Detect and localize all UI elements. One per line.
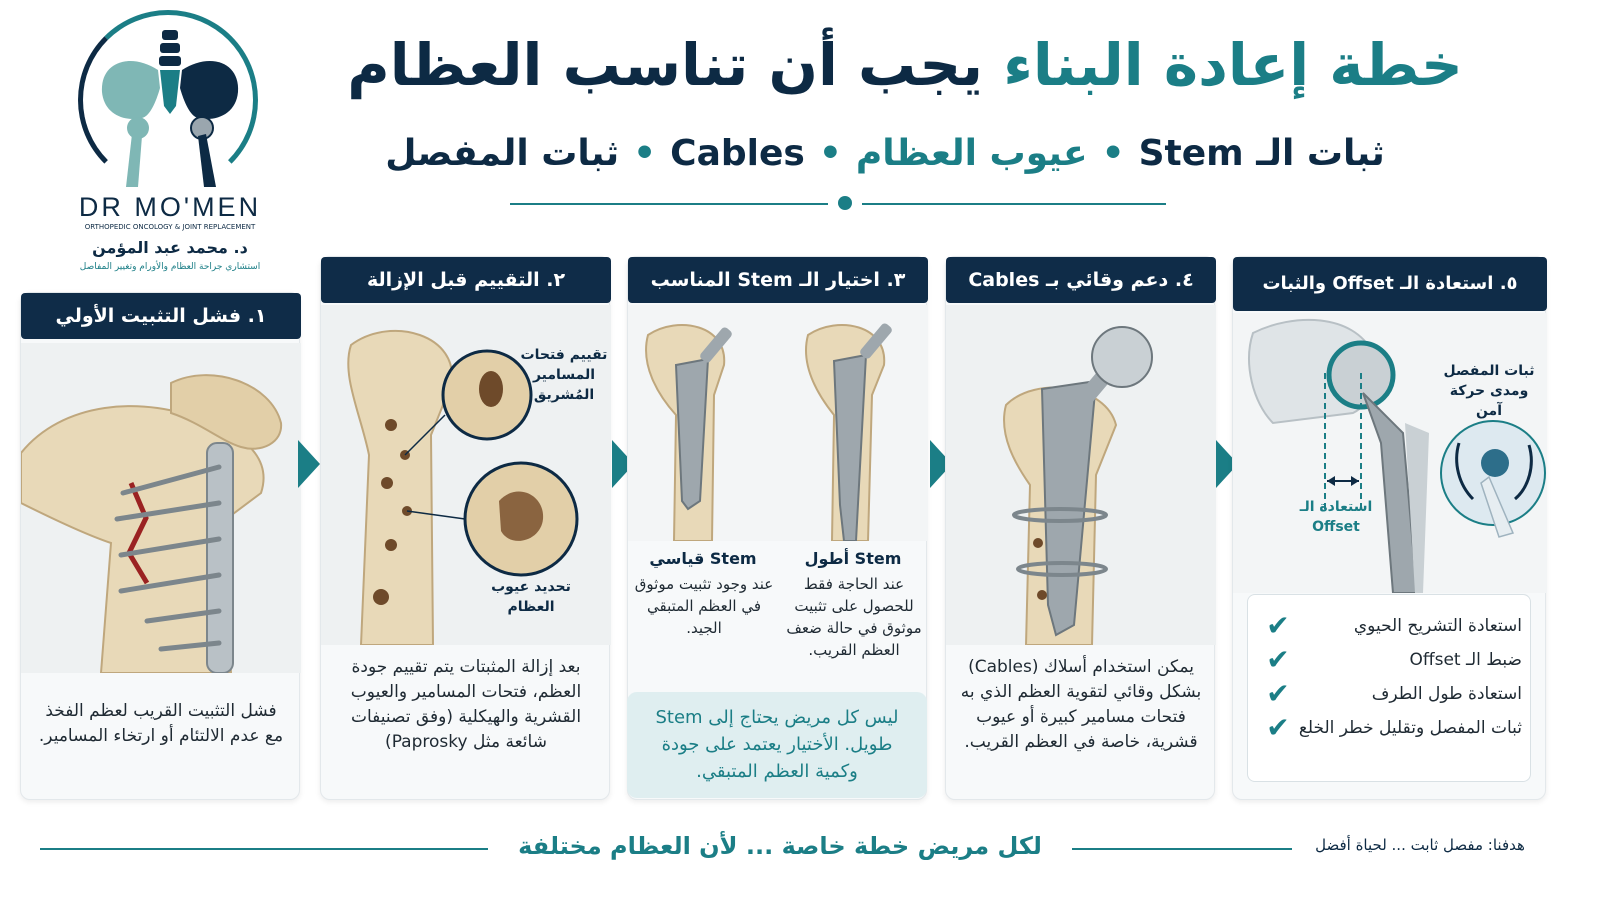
subtitle-item-cables: Cables — [670, 133, 805, 174]
bullet-icon: • — [818, 133, 842, 174]
standard-stem-desc: عند وجود تثبيت موثوق في العظم المتبقي ال… — [634, 575, 774, 637]
card-prophylactic-cables: ٤. دعم وقائي بـ Cables يمكن استخدام أسلا… — [945, 256, 1216, 800]
callout-screw-holes: تقييم فتحات المسامير المُشريق — [520, 347, 608, 403]
callout-bone-defects: تحديد عيوب العظام — [491, 579, 571, 615]
check-icon: ✔ — [1266, 609, 1290, 642]
callout-offset-restoration: استعادة الـ Offset — [1299, 499, 1373, 535]
check-icon: ✔ — [1266, 711, 1290, 744]
card-offset-stability: ٥. استعادة الـ Offset والثبات ثبات المفص… — [1232, 256, 1547, 800]
page-subtitle: ثبات الـ Stem • عيوب العظام • Cables • ثبات ال… — [380, 126, 1390, 182]
check-item-text: ثبات المفصل وتقليل خطر الخلع — [1298, 717, 1522, 738]
subtitle-item-defects: عيوب العظام — [855, 133, 1088, 174]
check-item: ثبات المفصل وتقليل خطر الخلع ✔ — [1258, 711, 1522, 744]
standard-stem-label: Stem قياسي — [649, 549, 757, 568]
title-part-accent: خطة إعادة البناء — [1003, 31, 1463, 99]
card-3-title: ٣. اختيار الـ Stem المناسب — [628, 257, 928, 303]
check-item: استعادة التشريح الحيوي ✔ — [1258, 609, 1522, 642]
card-5-title: ٥. استعادة الـ Offset والثبات — [1233, 257, 1547, 311]
femur-plate-illustration — [21, 343, 301, 673]
logo-arabic-name: د. محمد عبد المؤمن — [92, 238, 248, 257]
footer-divider-right — [1072, 848, 1292, 850]
pelvis-logo-icon — [101, 30, 239, 187]
card-pre-removal-assessment: ٢. التقييم قبل الإزالة تقييم فتحات المسا… — [320, 256, 611, 800]
card-initial-failure: ١. فشل التثبيت الأولي فشل التثبيت القريب… — [20, 292, 301, 800]
hip-implant-illustration — [1233, 313, 1547, 593]
stem-note-box: ليس كل مريض يحتاج إلى Stem طويل. الأختيا… — [627, 692, 927, 798]
long-stem-desc: عند الحاجة فقط للحصول على تثبيت موثوق في… — [786, 575, 922, 659]
stem-comparison-illustration — [628, 305, 928, 541]
subtitle-item-stem: ثبات الـ Stem — [1138, 133, 1385, 174]
long-stem-label: Stem أطول — [804, 549, 902, 568]
bullet-icon: • — [633, 133, 657, 174]
card-2-title: ٢. التقييم قبل الإزالة — [321, 257, 611, 303]
card-4-title: ٤. دعم وقائي بـ Cables — [946, 257, 1216, 303]
page-title: خطة إعادة البناء يجب أن تناسب العظام — [330, 20, 1480, 110]
check-icon: ✔ — [1266, 643, 1290, 676]
callout-joint-stability: ثبات المفصل ومدى حركة آمن — [1443, 363, 1535, 419]
card-1-title: ١. فشل التثبيت الأولي — [21, 293, 301, 339]
check-item-text: استعادة طول الطرف — [1371, 683, 1522, 704]
card-2-text: بعد إزالة المثبتات يتم تقييم جودة العظم،… — [350, 657, 582, 752]
check-icon: ✔ — [1266, 677, 1290, 710]
logo-tagline: ORTHOPEDIC ONCOLOGY & JOINT REPLACEMENT — [84, 223, 256, 231]
footer-slogan: لكل مريض خطة خاصة ... لأن العظام مختلفة — [518, 832, 1042, 860]
subtitle-item-joint: ثبات المفصل — [385, 133, 620, 174]
footer-divider-left — [40, 848, 488, 850]
logo-arabic-title: استشاري جراحة العظام والأورام وتغيير الم… — [79, 262, 261, 272]
header-divider-left — [510, 203, 828, 205]
check-item: ضبط الـ Offset ✔ — [1258, 643, 1522, 676]
arrow-right-icon — [298, 440, 320, 488]
femur-cables-illustration — [946, 305, 1216, 645]
footer-goal: هدفنا: مفصل ثابت ... لحياة أفضل — [1315, 836, 1525, 854]
bullet-icon: • — [1101, 133, 1125, 174]
check-item-text: استعادة التشريح الحيوي — [1353, 615, 1522, 636]
femur-screw-holes-illustration — [321, 305, 611, 645]
header-divider-dot — [838, 196, 852, 210]
title-part-main: يجب أن تناسب العظام — [347, 31, 983, 99]
header-divider-right — [862, 203, 1166, 205]
outcomes-checklist: استعادة التشريح الحيوي ✔ ضبط الـ Offset … — [1247, 594, 1531, 782]
logo-ring — [78, 10, 258, 190]
logo: DR MO'MEN ORTHOPEDIC ONCOLOGY & JOINT RE… — [60, 8, 280, 278]
logo-name: DR MO'MEN — [78, 192, 262, 222]
card-1-text: فشل التثبيت القريب لعظم الفخذ مع عدم الا… — [38, 701, 284, 746]
check-item: استعادة طول الطرف ✔ — [1258, 677, 1522, 710]
card-4-text: يمكن استخدام أسلاك (Cables) بشكل وقائي ل… — [960, 657, 1202, 752]
check-item-text: ضبط الـ Offset — [1409, 649, 1522, 670]
